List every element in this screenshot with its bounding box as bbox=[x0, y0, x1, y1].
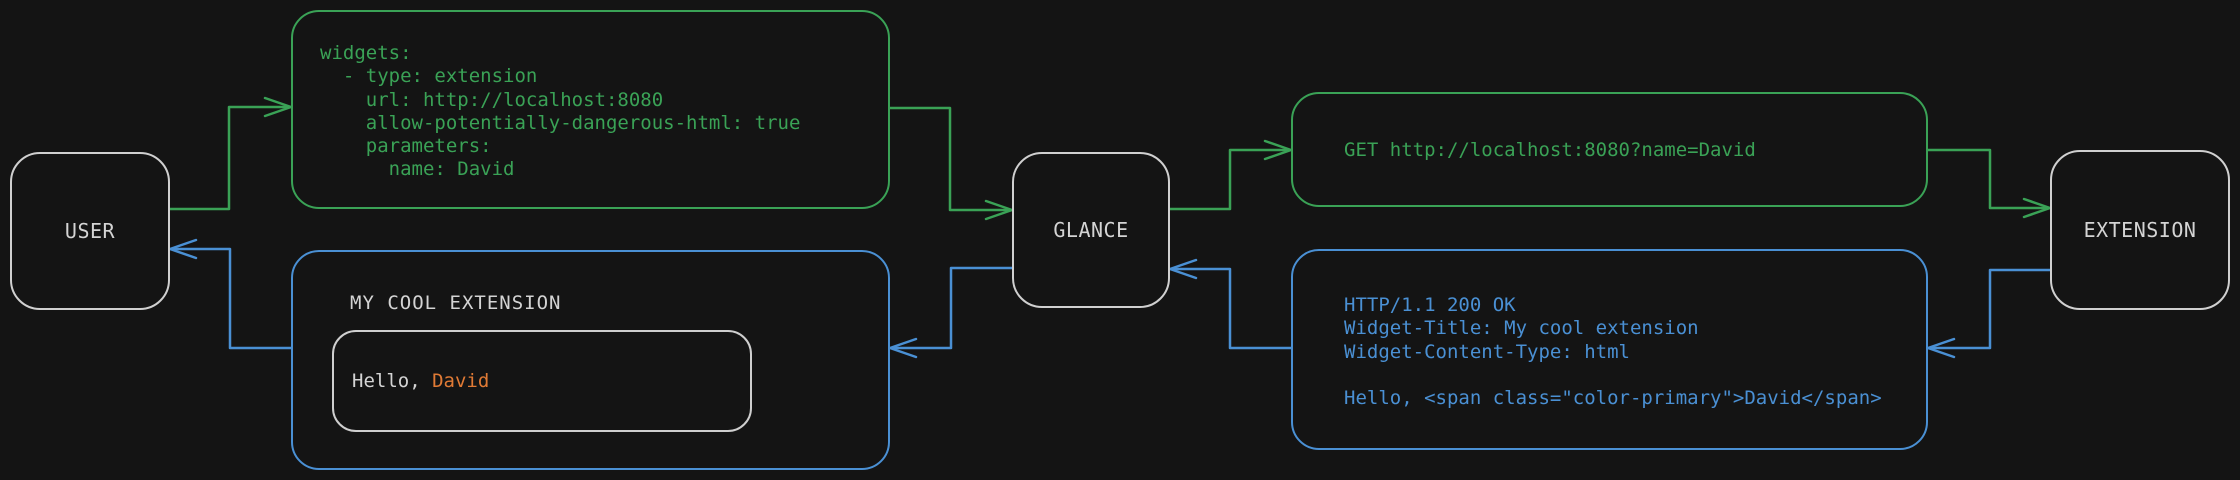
arrowhead-widget-to-user bbox=[168, 238, 198, 260]
config-yaml-box: widgets: - type: extension url: http://l… bbox=[291, 10, 890, 209]
http-response-box: HTTP/1.1 200 OK Widget-Title: My cool ex… bbox=[1291, 249, 1928, 450]
widget-greeting-prefix: Hello, bbox=[352, 370, 433, 392]
arrow-request-to-extension bbox=[1926, 148, 2049, 210]
arrow-response-to-glance bbox=[1171, 267, 1293, 350]
node-extension-label: EXTENSION bbox=[2083, 218, 2197, 242]
widget-content-box: Hello, David bbox=[332, 330, 752, 432]
arrow-extension-to-response bbox=[1929, 268, 2052, 350]
node-extension: EXTENSION bbox=[2050, 150, 2230, 310]
node-user: USER bbox=[10, 152, 170, 310]
config-yaml-code: widgets: - type: extension url: http://l… bbox=[320, 42, 801, 181]
http-request-box: GET http://localhost:8080?name=David bbox=[1291, 92, 1928, 207]
arrow-glance-to-widget bbox=[891, 266, 1014, 350]
widget-preview-box: MY COOL EXTENSION Hello, David bbox=[291, 250, 890, 470]
widget-preview-title: MY COOL EXTENSION bbox=[350, 292, 562, 314]
arrowhead-glance-to-widget bbox=[888, 337, 918, 359]
arrowhead-extension-to-response bbox=[1926, 337, 1956, 359]
response-flow-arrows bbox=[168, 238, 2052, 359]
http-response-code: HTTP/1.1 200 OK Widget-Title: My cool ex… bbox=[1344, 294, 1882, 410]
arrow-user-to-config bbox=[168, 105, 290, 211]
widget-greeting: Hello, David bbox=[334, 370, 489, 392]
arrow-config-to-glance bbox=[888, 106, 1011, 212]
arrow-widget-to-user bbox=[171, 247, 293, 350]
arrowhead-response-to-glance bbox=[1168, 258, 1198, 280]
widget-greeting-name: David bbox=[432, 370, 490, 392]
arrow-glance-to-request bbox=[1168, 148, 1290, 211]
node-glance: GLANCE bbox=[1012, 152, 1170, 308]
node-glance-label: GLANCE bbox=[1053, 218, 1129, 242]
http-request-code: GET http://localhost:8080?name=David bbox=[1344, 139, 1756, 161]
node-user-label: USER bbox=[64, 219, 116, 243]
